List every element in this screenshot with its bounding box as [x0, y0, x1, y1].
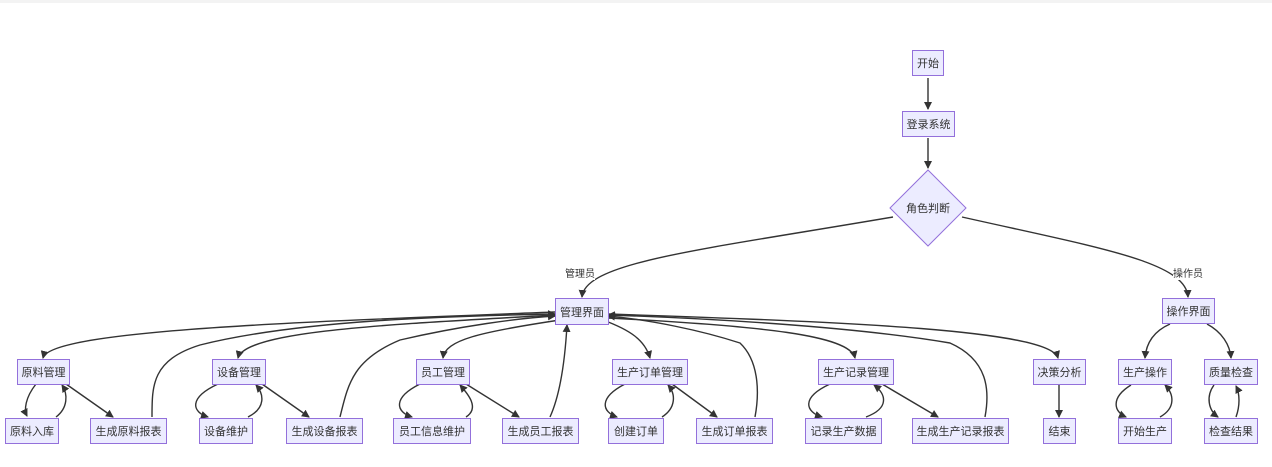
edge-label-admin: 管理员 [565, 265, 595, 280]
edge-staff-info [398, 383, 421, 419]
node-order-create[interactable]: 创建订单 [608, 418, 664, 444]
node-order-report[interactable]: 生成订单报表 [696, 418, 773, 444]
edge-operator-production [1141, 323, 1171, 359]
node-material[interactable]: 原料管理 [17, 359, 70, 385]
edge-staff-sreport [465, 383, 520, 418]
node-operator-ui[interactable]: 操作界面 [1162, 298, 1215, 324]
edge-operator-quality [1206, 323, 1235, 359]
diamond-shape [889, 169, 967, 247]
node-staff[interactable]: 员工管理 [416, 359, 470, 385]
edge-record-rreport [881, 383, 939, 418]
node-order[interactable]: 生产订单管理 [612, 359, 688, 385]
node-record-report[interactable]: 生成生产记录报表 [912, 418, 1009, 444]
node-record-data[interactable]: 记录生产数据 [805, 418, 882, 444]
edge-material-report [65, 383, 114, 418]
edge-equipment-report [261, 383, 310, 418]
node-equipment-report[interactable]: 生成设备报表 [286, 418, 363, 444]
edge-data-record [865, 384, 885, 418]
edge-report-admin [151, 310, 556, 418]
edge-production-start [1115, 384, 1132, 418]
edge-admin-equipment [235, 314, 556, 359]
node-quality[interactable]: 质量检查 [1204, 359, 1258, 385]
edge-admin-decision [607, 313, 1060, 359]
node-equipment-maint[interactable]: 设备维护 [199, 418, 253, 444]
node-material-in[interactable]: 原料入库 [5, 418, 59, 444]
node-role-decision[interactable]: 角色判断 [889, 169, 967, 247]
edge-role-admin [578, 216, 894, 298]
node-start[interactable]: 开始 [912, 50, 944, 76]
node-production-start[interactable]: 开始生产 [1118, 418, 1172, 444]
edge-create-order [661, 384, 676, 418]
node-login[interactable]: 登录系统 [902, 111, 955, 137]
edge-maint-equipment [247, 384, 264, 418]
edge-admin-staff [439, 319, 561, 359]
node-staff-info[interactable]: 员工信息维护 [393, 418, 471, 444]
edge-sreport-admin [549, 324, 571, 418]
node-admin-ui[interactable]: 管理界面 [555, 298, 609, 325]
edge-record-data [808, 383, 831, 419]
node-staff-report[interactable]: 生成员工报表 [502, 418, 579, 444]
edge-quality-result [1208, 384, 1219, 418]
edge-equipment-maint [195, 383, 219, 419]
node-production[interactable]: 生产操作 [1118, 359, 1172, 385]
edge-role-operator [961, 216, 1192, 298]
role-label: 角色判断 [906, 202, 950, 215]
node-equipment[interactable]: 设备管理 [212, 359, 266, 385]
node-material-report[interactable]: 生成原料报表 [90, 418, 167, 444]
edge-order-oreport [671, 383, 718, 418]
node-quality-result[interactable]: 检查结果 [1204, 418, 1258, 444]
edge-start-production [1159, 384, 1173, 418]
edge-info-staff [459, 384, 474, 418]
edge-admin-material [40, 311, 556, 359]
edge-material-in [20, 383, 37, 417]
node-end[interactable]: 结束 [1043, 418, 1076, 444]
edge-order-create [604, 383, 626, 419]
node-decision[interactable]: 决策分析 [1033, 359, 1086, 385]
edge-label-operator: 操作员 [1173, 265, 1203, 280]
edge-ereport-admin [339, 312, 556, 418]
node-record[interactable]: 生产记录管理 [818, 359, 894, 385]
edge-result-quality [1235, 385, 1243, 418]
edge-in-material [55, 384, 70, 418]
edge-admin-record [607, 317, 858, 359]
edge-rreport-admin [607, 311, 988, 418]
top-border [0, 0, 1272, 3]
edge-admin-order [602, 319, 652, 359]
